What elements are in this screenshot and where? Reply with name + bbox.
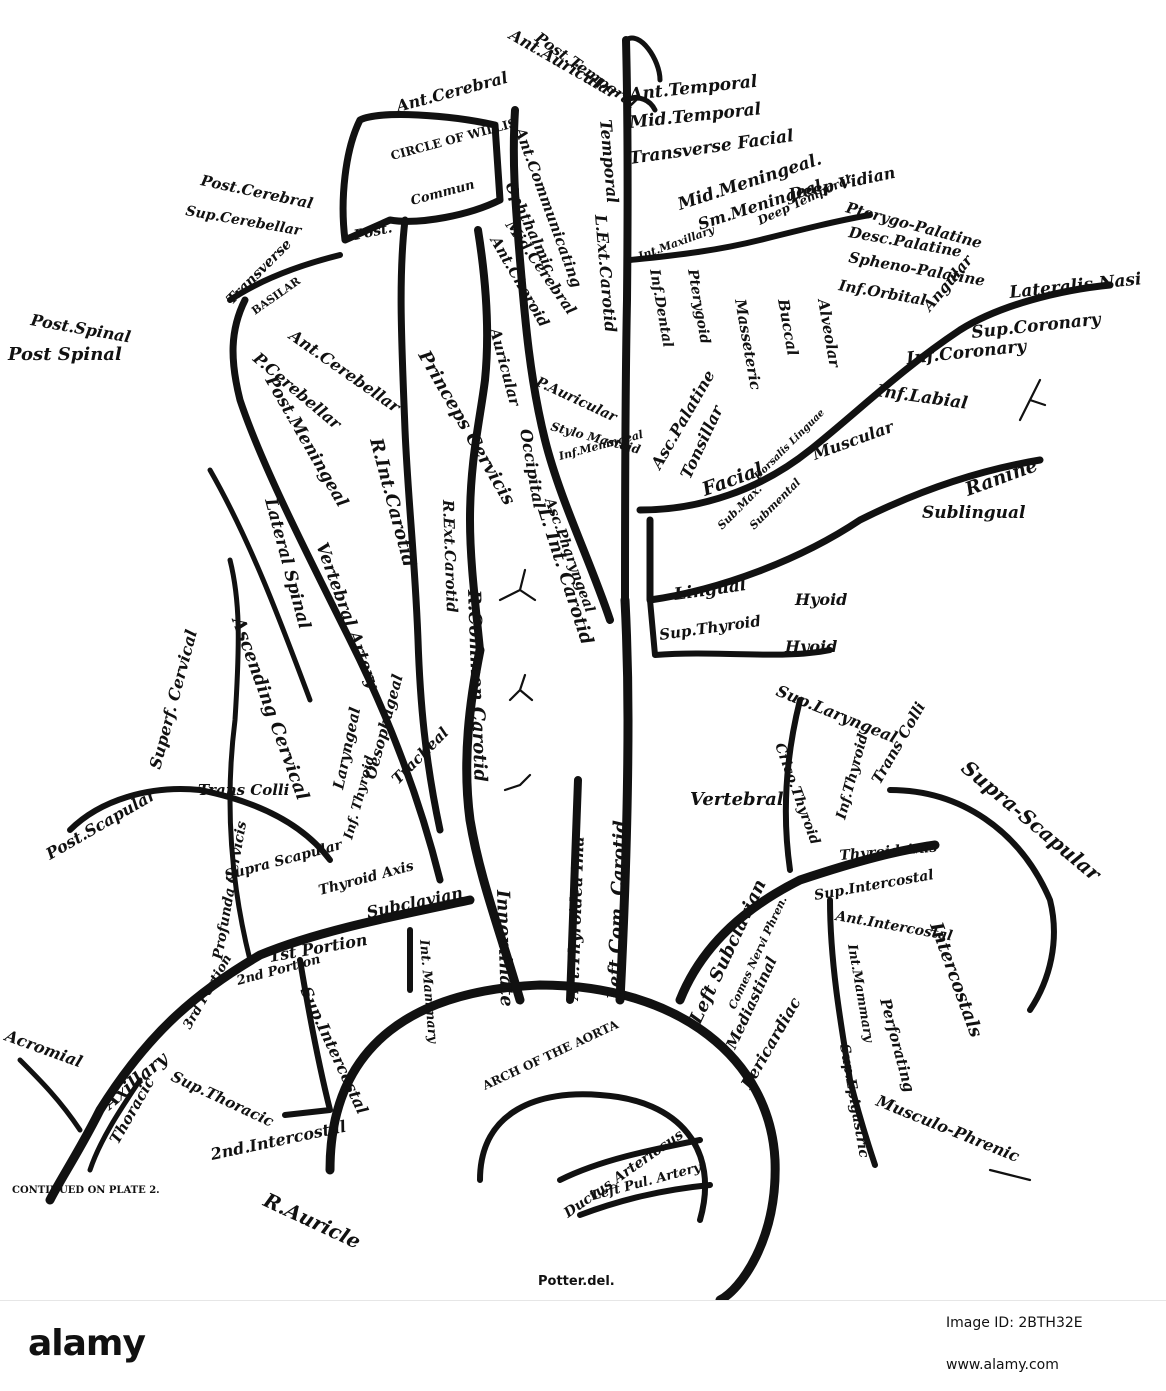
label-inf-dental: Inf.Dental [646,267,676,349]
label-post-scapular: Post.Scapular [42,784,161,864]
left-pul-artery [577,1182,713,1218]
label-inf-thyroid: Inf.Thyroid [833,732,871,822]
label-thyroid-axis-l: Thyroid Axis [839,840,938,864]
label-post-spinal-1: Post.Spinal [28,310,132,346]
label-hyoid-2: Hyoid [784,637,837,656]
left-supra-scapular [887,787,1057,1013]
label-sup-epigastric: Sup.Epigastric [836,1043,872,1160]
left-thyroid-axis [782,697,803,873]
label-post: Post. [352,220,394,244]
label-vertebral-artery: Vertebral Artery [311,540,383,693]
label-auricular: Auricular [486,324,525,408]
left-subclavian [675,840,940,1005]
label-lateralis-nasi: Lateralis Nasi [1007,269,1142,303]
label-l-ext-carotid: L.Ext.Carotid [591,213,620,334]
label-inf-orbital: Inf.Orbital [836,276,928,309]
lateral-spinal-trunk [207,467,313,703]
label-inf-coronary: Inf.Coronary [904,336,1028,369]
label-ascending-cervical: Ascending Cervical [227,613,313,804]
right-sup-intercostal [282,957,333,1118]
internal-maxillary [627,212,873,263]
image-id: Image ID: 2BTH32E [946,1315,1083,1331]
label-int-mammary-l: Int.Mammary [844,942,876,1045]
label-hyoid-1: Hyoid [794,590,847,609]
label-sublingual: Sublingual [922,503,1026,523]
label-superf-cervical: Superf. Cervical [146,628,201,771]
label-trans-colli-r: Trans Colli [868,699,929,787]
label-ranine: Ranine [961,454,1040,501]
label-r-auricle: R.Auricle [259,1187,365,1253]
label-perforating: Perforating [876,995,919,1094]
superior-thyroid [647,597,833,658]
label-inf-labial: Inf.Labial [874,381,969,414]
label-pterygoid: Pterygoid [684,267,713,345]
right-thyroid-axis [67,786,333,863]
right-acromial [17,1057,83,1133]
label-ant-cerebral: Ant.Cerebral [392,68,510,117]
anatomy-diagram-stage: Post. Temporal Ant.Auricular Ant.Temporal… [0,24,1143,1305]
stock-footer: alamy Image ID: 2BTH32E www.alamy.com [0,1300,1166,1391]
thin-branches [498,378,1047,1182]
label-sup-cerebellar: Sup.Cerebellar [184,203,304,239]
label-art-thyroidea-ima: Art.Thyroidea Ima [563,836,588,1002]
labels: Post. Temporal Ant.Auricular Ant.Temporal… [1,24,1143,1289]
label-intercostals: Intercostals [925,919,986,1041]
aortic-arch-inner [477,1091,708,1223]
label-post-cerebral: Post.Cerebral [198,171,315,213]
label-p-auricular: P.Auricular [532,374,620,426]
label-third-portion: 3rd Portion [180,952,235,1032]
left-common-carotid [615,595,633,1005]
label-potter-del: Potter.del. [538,1274,615,1289]
innominate-artery [462,645,525,1005]
label-musculo-phrenic: Musculo-Phrenic [873,1091,1023,1166]
label-commun: Commun [409,177,476,208]
label-alveolar: Alveolar [814,296,844,370]
left-internal-mammary [827,897,878,1168]
label-transverse-facial: Transverse Facial [628,126,795,169]
label-continued-plate: CONTINUED ON PLATE 2. [12,1185,160,1196]
site-url: www.alamy.com [946,1357,1059,1373]
label-innominate: Innominate [492,888,517,1007]
label-arch-of-aorta: ARCH OF THE AORTA [479,1017,621,1093]
aortic-arch [325,980,780,1305]
label-vertebral: Vertebral [690,789,784,810]
temporal-branches [623,35,663,113]
basilar-artery [227,252,343,303]
label-post-spinal-2: Post Spinal [7,344,122,365]
right-thoracic [87,1077,143,1173]
facial-artery [636,281,1114,514]
arteries-diagram: Post. Temporal Ant.Auricular Ant.Temporal… [1,24,1143,1305]
ascending-cervical [227,557,253,963]
label-sup-thyroid: Sup.Thyroid [658,612,762,644]
label-buccal: Buccal [774,297,802,358]
label-ant-auricular: Ant.Auricular [504,24,622,103]
label-lingual: Lingual [672,575,748,605]
label-int-mammary-r: Int. Mammary [416,938,440,1045]
thyroidea-ima [566,776,582,1004]
label-sup-thoracic: Sup.Thoracic [168,1067,276,1130]
label-masseteric: Masseteric [731,297,765,392]
ductus-arteriosus [557,1137,703,1183]
vessels [17,35,1114,1305]
right-internal-carotid [397,216,444,834]
label-left-com-carotid: Left Com. Carotid [604,820,631,1002]
label-trans-colli-l: Trans Colli [198,781,290,799]
label-sup-intercostal-r: Sup.Intercostal [296,984,372,1117]
circle-of-willis [339,111,504,244]
left-external-carotid [621,36,632,604]
right-subclavian [45,895,475,1205]
alamy-logo: alamy [28,1323,146,1364]
label-r-ext-carotid: R.Ext.Carotid [439,499,461,614]
lingual-artery [646,456,1044,604]
right-common-carotid [466,226,492,654]
label-temporal: Temporal [596,119,622,204]
left-internal-carotid [509,106,614,624]
label-acromial: Acromial [1,1025,85,1071]
label-thyroid-axis-r: Thyroid Axis [317,858,416,899]
label-ant-temporal: Ant.Temporal [626,72,758,106]
right-vertebral-artery [229,296,444,884]
